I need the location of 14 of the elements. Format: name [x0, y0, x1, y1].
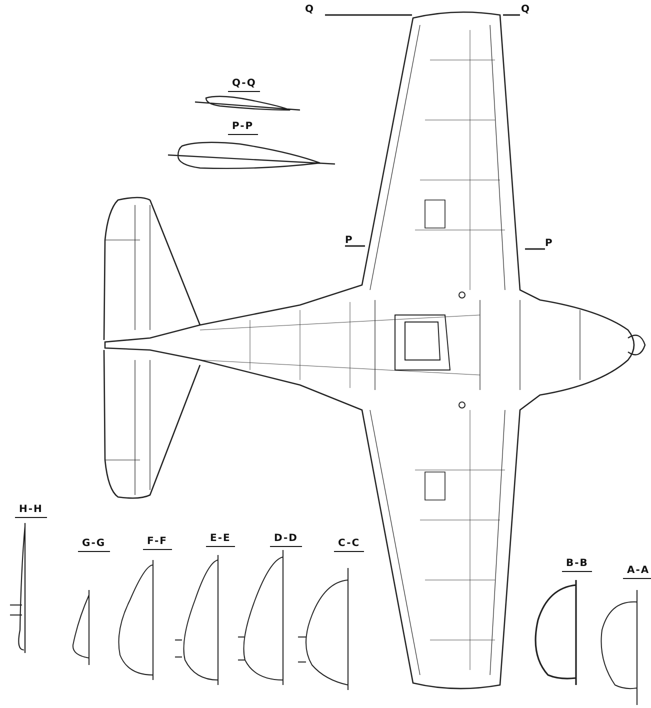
section-label: Q-Q — [228, 78, 260, 92]
section-label: E-E — [206, 533, 235, 547]
section-label: B-B — [562, 558, 592, 572]
section-label: F-F — [143, 536, 172, 550]
section-marker: P — [545, 238, 554, 249]
section-marker: Q — [521, 4, 531, 15]
section-marker: P — [345, 235, 354, 246]
section-label: G-G — [78, 538, 110, 552]
section-label: P-P — [228, 121, 258, 135]
section-label: H-H — [15, 504, 47, 518]
section-label: D-D — [270, 533, 302, 547]
section-marker: Q — [305, 4, 315, 15]
section-label: C-C — [334, 538, 364, 552]
section-label: A-A — [623, 565, 651, 579]
